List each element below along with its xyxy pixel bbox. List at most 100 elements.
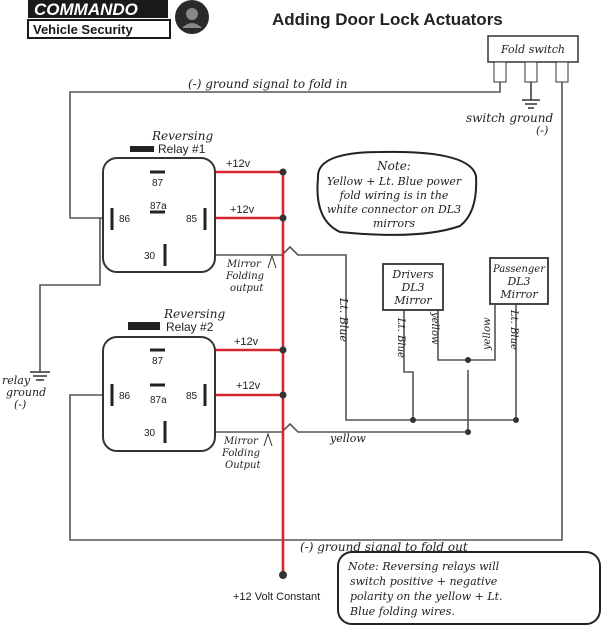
passenger-mirror-line-1: Passenger: [492, 264, 546, 275]
passenger-wire-label-yellow: yellow: [482, 317, 493, 351]
driver-yellow-lead: [437, 310, 468, 361]
relay2-output-arrow-icon: [263, 432, 273, 447]
passenger-wire-label-lt-blue: Lt. Blue: [508, 309, 519, 350]
junction-yellow: [465, 357, 471, 363]
passenger-mirror: Passenger DL3 Mirror: [489, 257, 549, 305]
relay1-body: [102, 157, 216, 273]
relay1-pin-85: 85: [186, 214, 198, 225]
switch-terminal-left: [493, 61, 507, 83]
note-top-line-1: Note:: [376, 159, 411, 173]
relay1-output-arrow-icon: [267, 254, 277, 269]
relay2-marker: [128, 322, 160, 330]
wire-yellow: [165, 370, 469, 433]
note-top-line-3: fold wiring is in the: [339, 189, 449, 202]
note-bottom: Note: Reversing relays will switch posit…: [337, 551, 601, 625]
switch-ground-label: switch ground: [466, 111, 553, 125]
power-dot-supply: [279, 571, 287, 579]
relay2-pin-87: 87: [152, 356, 164, 367]
relay1-pin-30: 30: [144, 251, 156, 262]
relay1-output-1: Mirror: [226, 259, 262, 270]
relay1-87-voltage: +12v: [226, 158, 251, 170]
supply-label: +12 Volt Constant: [233, 591, 320, 603]
relay2-body: [102, 336, 216, 452]
switch-ground-polarity: (-): [536, 124, 548, 137]
drivers-mirror-line-3: Mirror: [393, 294, 432, 307]
relay2-pin-87a: 87a: [150, 395, 167, 406]
passenger-mirror-line-3: Mirror: [499, 288, 538, 301]
drivers-mirror-line-1: Drivers: [391, 268, 434, 281]
passenger-yellow-lead: [468, 305, 496, 361]
relay2-output-3: Output: [225, 460, 261, 471]
note-top-line-5: mirrors: [373, 217, 415, 230]
passenger-mirror-line-2: DL3: [506, 275, 530, 288]
commando-logo: COMMANDO Vehicle Security: [27, 0, 209, 39]
relay2-87-voltage: +12v: [234, 336, 259, 348]
fold-out-signal-label: (-) ground signal to fold out: [300, 540, 468, 554]
logo-tagline: Vehicle Security: [33, 22, 133, 37]
note-bottom-box: [337, 551, 601, 625]
switch-terminal-middle: [524, 61, 538, 83]
relay1-pin-87: 87: [152, 178, 164, 189]
relay-ground-label-2: ground: [6, 386, 46, 399]
relay1-output-2: Folding: [225, 271, 264, 282]
logo-emblem-head: [186, 8, 198, 20]
fold-switch-box: [487, 35, 579, 63]
relay2-output-2: Folding: [221, 448, 260, 459]
page-title: Adding Door Lock Actuators: [272, 10, 503, 29]
wire-label-lt-blue: Lt. Blue: [337, 297, 350, 342]
junction-yellow-bottom: [465, 429, 471, 435]
relay2-output-1: Mirror: [223, 436, 259, 447]
relay1-title-1: Reversing: [151, 129, 213, 143]
wire-relay1-ground: [39, 218, 101, 370]
relay-ground-label-3: (-): [14, 398, 26, 411]
relay2-title-1: Reversing: [163, 307, 225, 321]
note-top-line-4: white connector on DL3: [327, 203, 461, 216]
note-top-line-2: Yellow + Lt. Blue power: [327, 175, 462, 188]
relay1-marker: [130, 146, 154, 152]
driver-wire-label-yellow: yellow: [429, 311, 440, 345]
relay2-pin-85: 85: [186, 391, 198, 402]
relay1-pin-87a: 87a: [150, 201, 167, 212]
passenger-mirror-box: [489, 257, 549, 305]
relay1-title-2: Relay #1: [158, 142, 206, 156]
signal-wires: [39, 82, 563, 541]
power-dot-4: [279, 391, 287, 399]
power-dot-3: [279, 346, 287, 354]
fold-switch-label: Fold switch: [500, 43, 565, 56]
drivers-mirror: Drivers DL3 Mirror: [382, 263, 444, 311]
relay-1: Reversing Relay #1 87 87a 86 85 30 +12v …: [102, 129, 277, 294]
switch-terminal-right: [555, 61, 569, 83]
relay-ground-label-1: relay: [2, 374, 31, 387]
relay2-pin-86: 86: [119, 391, 131, 402]
note-bottom-line-4: Blue folding wires.: [349, 605, 455, 618]
relay1-85-voltage: +12v: [230, 204, 255, 216]
logo-emblem-body: [182, 23, 202, 28]
wire-fold-out: [69, 82, 563, 541]
junction-lt-blue-driver: [410, 417, 416, 423]
power-dot-2: [279, 214, 287, 222]
note-bottom-line-3: polarity on the yellow + Lt.: [350, 590, 503, 603]
junction-lt-blue-passenger: [513, 417, 519, 423]
note-bottom-line-2: switch positive + negative: [350, 575, 498, 588]
logo-brand: COMMANDO: [34, 0, 138, 19]
wire-fold-in: [69, 82, 501, 219]
relay1-pin-86: 86: [119, 214, 131, 225]
relay-2: Reversing Relay #2 87 87a 86 85 30 +12v …: [102, 307, 273, 471]
relay2-85-voltage: +12v: [236, 380, 261, 392]
drivers-mirror-line-2: DL3: [400, 281, 424, 294]
fold-in-signal-label: (-) ground signal to fold in: [188, 77, 347, 91]
relay1-output-3: output: [230, 283, 264, 294]
power-dot-1: [279, 168, 287, 176]
logo-top-bar: [28, 0, 168, 18]
drivers-mirror-box: [382, 263, 444, 311]
note-top-bubble: [316, 150, 478, 236]
logo-bottom-bar: [27, 19, 171, 39]
power-junctions: [279, 168, 287, 579]
driver-lt-blue-lead: [403, 310, 414, 420]
driver-wire-label-lt-blue: Lt. Blue: [395, 317, 406, 358]
note-bottom-line-1: Note: Reversing relays will: [347, 560, 500, 573]
relay2-title-2: Relay #2: [166, 320, 214, 334]
relay2-pin-30: 30: [144, 428, 156, 439]
